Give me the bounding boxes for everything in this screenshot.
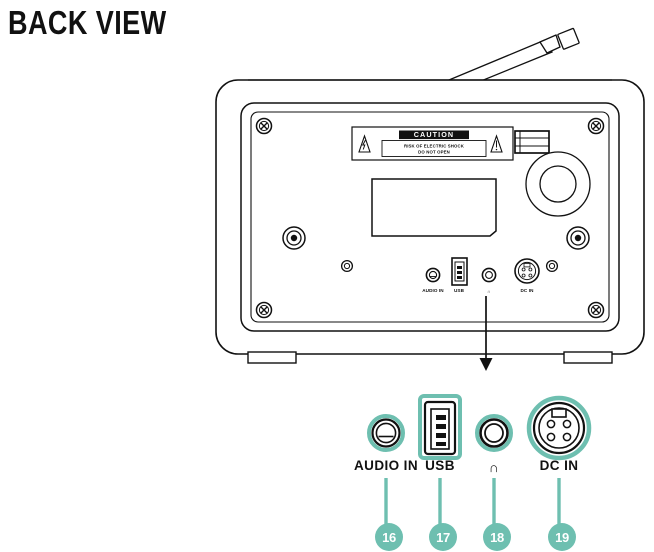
callout-port-usb: USB bbox=[418, 394, 462, 473]
callout-port-audio-in: AUDIO IN bbox=[354, 414, 418, 473]
number-badge-16[interactable]: 16 bbox=[375, 523, 403, 551]
number-badge-16-text: 16 bbox=[382, 530, 396, 545]
screw-top-right bbox=[587, 117, 605, 135]
callout-down-arrow bbox=[479, 296, 493, 371]
number-badge-18-text: 18 bbox=[490, 530, 504, 545]
callout-label-dc-in: DC IN bbox=[540, 458, 579, 473]
lightning-bolt-triangle-icon bbox=[358, 134, 371, 153]
callout-number-badges: 16 17 18 19 bbox=[375, 523, 576, 551]
panel-port-label-audio-in: AUDIO IN bbox=[422, 288, 444, 293]
panel-port-headphone: ∩ bbox=[481, 267, 497, 294]
callout-port-headphone: ∩ bbox=[475, 414, 513, 475]
mount-hole-right bbox=[545, 259, 559, 273]
connector-block bbox=[514, 130, 550, 154]
panel-port-label-headphone: ∩ bbox=[487, 289, 490, 294]
mount-hole-left bbox=[340, 259, 354, 273]
panel-port-audio-in: AUDIO IN bbox=[422, 267, 444, 293]
callout-label-headphone: ∩ bbox=[489, 460, 499, 475]
page-title: BACK VIEW bbox=[8, 4, 167, 41]
caution-line-1: RISK OF ELECTRIC SHOCK bbox=[404, 143, 465, 148]
mount-ring-right bbox=[566, 226, 590, 250]
number-badge-19-text: 19 bbox=[555, 530, 569, 545]
caution-line-2: DO NOT OPEN bbox=[418, 150, 450, 155]
panel-port-label-usb: USB bbox=[454, 288, 465, 293]
number-badge-17[interactable]: 17 bbox=[429, 523, 457, 551]
device-foot-left bbox=[247, 351, 297, 364]
screw-bottom-right bbox=[587, 301, 605, 319]
caution-label: CAUTION RISK OF ELECTRIC SHOCK DO NOT OP… bbox=[351, 126, 514, 161]
callout-port-dc-in: DC IN bbox=[526, 395, 592, 473]
mount-ring-left bbox=[282, 226, 306, 250]
number-badge-17-text: 17 bbox=[436, 530, 450, 545]
number-badge-18[interactable]: 18 bbox=[483, 523, 511, 551]
panel-port-usb: USB bbox=[451, 257, 468, 293]
callout-leader-lines bbox=[384, 478, 561, 524]
screw-bottom-left bbox=[255, 301, 273, 319]
speaker-ring bbox=[525, 151, 591, 217]
callout-label-usb: USB bbox=[425, 458, 455, 473]
panel-port-dc-in: DC IN bbox=[514, 258, 540, 293]
panel-port-label-dc-in: DC IN bbox=[520, 288, 534, 293]
screw-top-left bbox=[255, 117, 273, 135]
exclamation-triangle-icon bbox=[490, 134, 503, 153]
device-foot-right bbox=[563, 351, 613, 364]
rating-label bbox=[371, 178, 497, 237]
number-badge-19[interactable]: 19 bbox=[548, 523, 576, 551]
mount-rings bbox=[282, 226, 590, 273]
callout-label-audio-in: AUDIO IN bbox=[354, 458, 418, 473]
caution-heading: CAUTION bbox=[414, 130, 454, 139]
corner-screws bbox=[255, 117, 605, 319]
